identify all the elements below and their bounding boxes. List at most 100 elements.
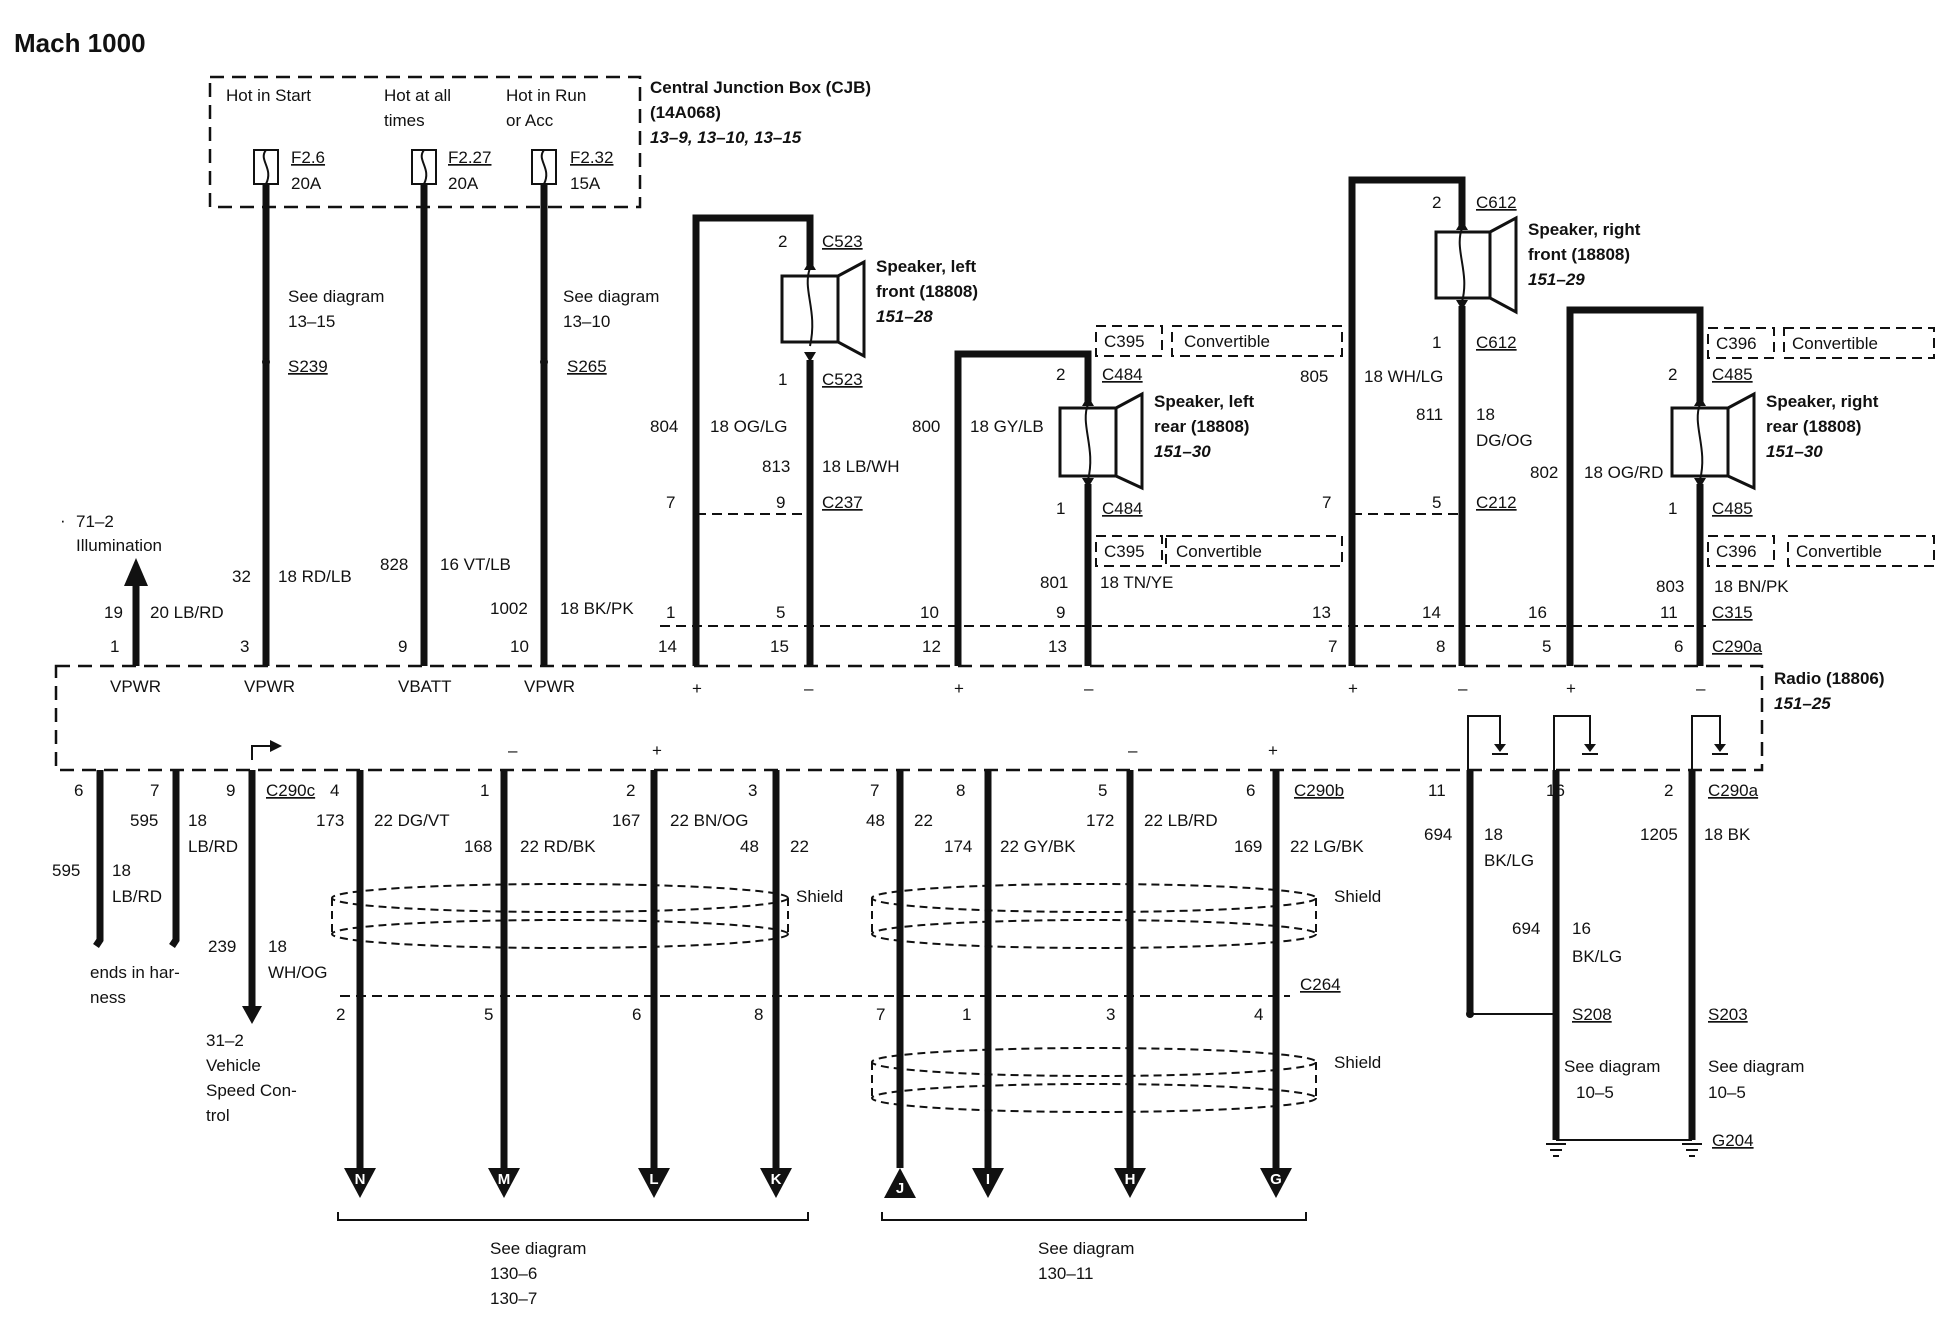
vsc-3: Speed Con- (206, 1081, 297, 1100)
s239-label: S239 (288, 357, 328, 376)
svg-text:9: 9 (776, 493, 785, 512)
svg-text:5: 5 (484, 1005, 493, 1024)
svg-text:8: 8 (956, 781, 965, 800)
speaker-rf-part: front (18808) (1528, 245, 1630, 264)
wire-19-color: 20 LB/RD (150, 603, 224, 622)
cjb-name: Central Junction Box (CJB) (650, 78, 871, 97)
speaker-lf-part: front (18808) (876, 282, 978, 301)
wire-805-color: 18 WH/LG (1364, 367, 1443, 386)
c315-label: C315 (1712, 603, 1753, 622)
see-10-5-a-ref: 10–5 (1576, 1083, 1614, 1102)
wire-828-num: 828 (380, 555, 408, 574)
speaker-rr-cone (1726, 391, 1756, 491)
wire-694-a-num: 694 (1424, 825, 1452, 844)
svg-text:9: 9 (1056, 603, 1065, 622)
svg-text:13: 13 (1048, 637, 1067, 656)
svg-text:8: 8 (754, 1005, 763, 1024)
convertible-lr-bottom: Convertible (1176, 542, 1262, 561)
fuse2-amp: 20A (448, 174, 479, 193)
svg-text:16: 16 (1528, 603, 1547, 622)
wire-595-a (93, 770, 104, 948)
speaker-rr-ref: 151–30 (1766, 442, 1823, 461)
svg-text:12: 12 (922, 637, 941, 656)
radio-vbatt: VBATT (398, 677, 452, 696)
arrow-J (884, 1168, 916, 1198)
convertible-top-box-right (1783, 327, 1935, 359)
wire-828-color: 16 VT/LB (440, 555, 511, 574)
svg-text:1: 1 (1668, 499, 1677, 518)
wire-800-num: 800 (912, 417, 940, 436)
svg-text:2: 2 (778, 232, 787, 251)
fuse-f2-6 (253, 149, 279, 185)
svg-text:5: 5 (1432, 493, 1441, 512)
arrow-K (760, 1168, 792, 1198)
speaker-lf-ref: 151–28 (876, 307, 933, 326)
wire-1002-num: 1002 (490, 599, 528, 618)
see-diagram-130-6: See diagram (490, 1239, 586, 1258)
wire-694-b-c2: BK/LG (1572, 947, 1622, 966)
wire-173-num: 173 (316, 811, 344, 830)
c396-bottom: C396 (1716, 542, 1757, 561)
bracket-2 (881, 1212, 1307, 1221)
svg-text:2: 2 (1432, 193, 1441, 212)
wire-1002-color: 18 BK/PK (560, 599, 634, 618)
c237-label: C237 (822, 493, 863, 512)
svg-text:16: 16 (1546, 781, 1565, 800)
convertible-rr-top: Convertible (1792, 334, 1878, 353)
vsc-4: trol (206, 1106, 230, 1125)
wire-48-b-num: 48 (866, 811, 885, 830)
speaker-lr-cone (1114, 391, 1144, 491)
shield-2-label: Shield (1334, 887, 1381, 906)
radio-plus-5: + (652, 741, 662, 760)
svg-text:5: 5 (1098, 781, 1107, 800)
c396-top: C396 (1716, 334, 1757, 353)
svg-text:4: 4 (330, 781, 339, 800)
wire-800-color: 18 GY/LB (970, 417, 1044, 436)
wire-32-color: 18 RD/LB (278, 567, 352, 586)
ground-symbol-1 (1546, 1143, 1566, 1157)
see-diagram-1: See diagram (288, 287, 384, 306)
c484-top: C484 (1102, 365, 1143, 384)
splice-s239 (262, 358, 270, 366)
svg-text:4: 4 (1254, 1005, 1263, 1024)
illum-ref: 71–2 (76, 512, 114, 531)
wire-168-color: 22 RD/BK (520, 837, 596, 856)
s203-label: S203 (1708, 1005, 1748, 1024)
shield-1-label: Shield (796, 887, 843, 906)
radio-vpwr-2: VPWR (244, 677, 295, 696)
svg-text:1: 1 (666, 603, 675, 622)
wire-19-num: 19 (104, 603, 123, 622)
shield-3-bottom (871, 1083, 1317, 1113)
speaker-rf-ref: 151–29 (1528, 270, 1585, 289)
svg-text:10: 10 (920, 603, 939, 622)
c523-top: C523 (822, 232, 863, 251)
cjb-part: (14A068) (650, 103, 721, 122)
wire-167-color: 22 BN/OG (670, 811, 748, 830)
radio-internal-grounds (1467, 715, 1728, 770)
wire-32-num: 32 (232, 567, 251, 586)
c290c-flag (251, 745, 278, 760)
ends-in-harness-2: ness (90, 988, 126, 1007)
radio-name: Radio (18806) (1774, 669, 1885, 688)
radio-minus-1: – (804, 679, 814, 698)
c290a-top-label: C290a (1712, 637, 1763, 656)
arrow-H (1114, 1168, 1146, 1198)
svg-text:2: 2 (1056, 365, 1065, 384)
wire-694-b-c1: 16 (1572, 919, 1591, 938)
fuse2-id: F2.27 (448, 148, 491, 167)
wire-48-a-color: 22 (790, 837, 809, 856)
wire-803-num: 803 (1656, 577, 1684, 596)
wire-595-b (169, 770, 180, 948)
wire-805-num: 805 (1300, 367, 1328, 386)
pin-3: 3 (240, 637, 249, 656)
hot-in-start-label: Hot in Start (226, 86, 311, 105)
wire-48-a-num: 48 (740, 837, 759, 856)
arrow-I (972, 1168, 1004, 1198)
c395-bottom: C395 (1104, 542, 1145, 561)
letter-I: I (986, 1171, 990, 1188)
c290a-bottom-label: C290a (1708, 781, 1759, 800)
c612-bottom: C612 (1476, 333, 1517, 352)
ref-130-6: 130–6 (490, 1264, 537, 1283)
illum-dot: · (60, 511, 66, 530)
vsc-ref: 31–2 (206, 1031, 244, 1050)
